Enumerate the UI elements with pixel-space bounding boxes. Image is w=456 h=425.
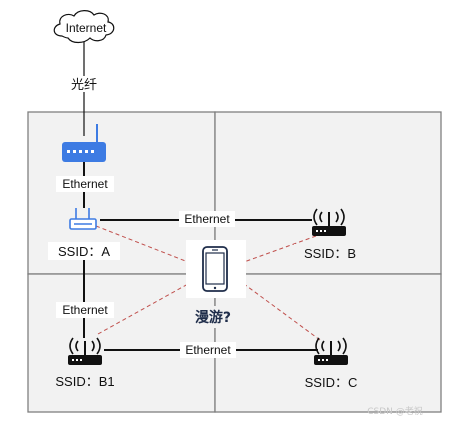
ap-a: SSID：A	[48, 208, 120, 260]
fiber-label-bg	[70, 76, 98, 92]
ap-a-label: SSID：A	[58, 244, 110, 259]
ap-c-label: SSID：C	[305, 375, 358, 390]
ap-b1-to-ap-c-label-bg	[180, 342, 236, 358]
cloud-icon	[53, 10, 115, 44]
ap-b-label-bg	[294, 244, 366, 262]
router-to-ap-a-label-bg	[56, 176, 114, 192]
roaming-line-b1	[97, 283, 189, 335]
ap-a-to-ap-b-label-bg	[179, 211, 235, 227]
ap-a-to-ap-b1-label: Ethernet	[62, 303, 108, 317]
smartphone-icon	[202, 246, 228, 292]
roaming-line-c	[243, 283, 321, 341]
ap-c: SSID：C	[294, 337, 368, 391]
roaming-line-b	[243, 235, 317, 263]
ap-b1-to-ap-c-label: Ethernet	[185, 343, 231, 357]
fiber-label: 光纤	[71, 77, 97, 92]
ap-b1-label-bg	[46, 372, 124, 390]
client-label: 漫游?	[195, 309, 231, 326]
router-icon	[62, 142, 106, 162]
roaming-line-a	[95, 225, 189, 263]
watermark: CSDN @老祝	[367, 405, 423, 417]
ap-b1-label: SSID：B1	[55, 374, 114, 389]
wifi-router-icon	[314, 337, 348, 365]
client-label-bg	[186, 306, 240, 328]
client-device: 漫游?	[186, 240, 246, 328]
ap-c-label-bg	[294, 373, 368, 391]
ap-a-label-bg	[48, 242, 120, 260]
internet-cloud: Internet	[53, 10, 115, 44]
wifi-router-icon	[312, 208, 346, 236]
ap-b: SSID：B	[294, 208, 366, 262]
ap-a-to-ap-b-label: Ethernet	[184, 212, 230, 226]
cloud-label: Internet	[66, 21, 107, 35]
wifi-router-icon	[68, 337, 102, 365]
room-bottom-right	[214, 273, 442, 413]
roaming-lines	[95, 225, 321, 341]
router-to-ap-a-label: Ethernet	[62, 177, 108, 191]
ap-b-label: SSID：B	[304, 246, 356, 261]
access-point-icon	[69, 208, 97, 230]
router	[62, 124, 106, 162]
ap-b1: SSID：B1	[46, 337, 124, 390]
ap-a-to-ap-b1-label-bg	[56, 302, 114, 318]
